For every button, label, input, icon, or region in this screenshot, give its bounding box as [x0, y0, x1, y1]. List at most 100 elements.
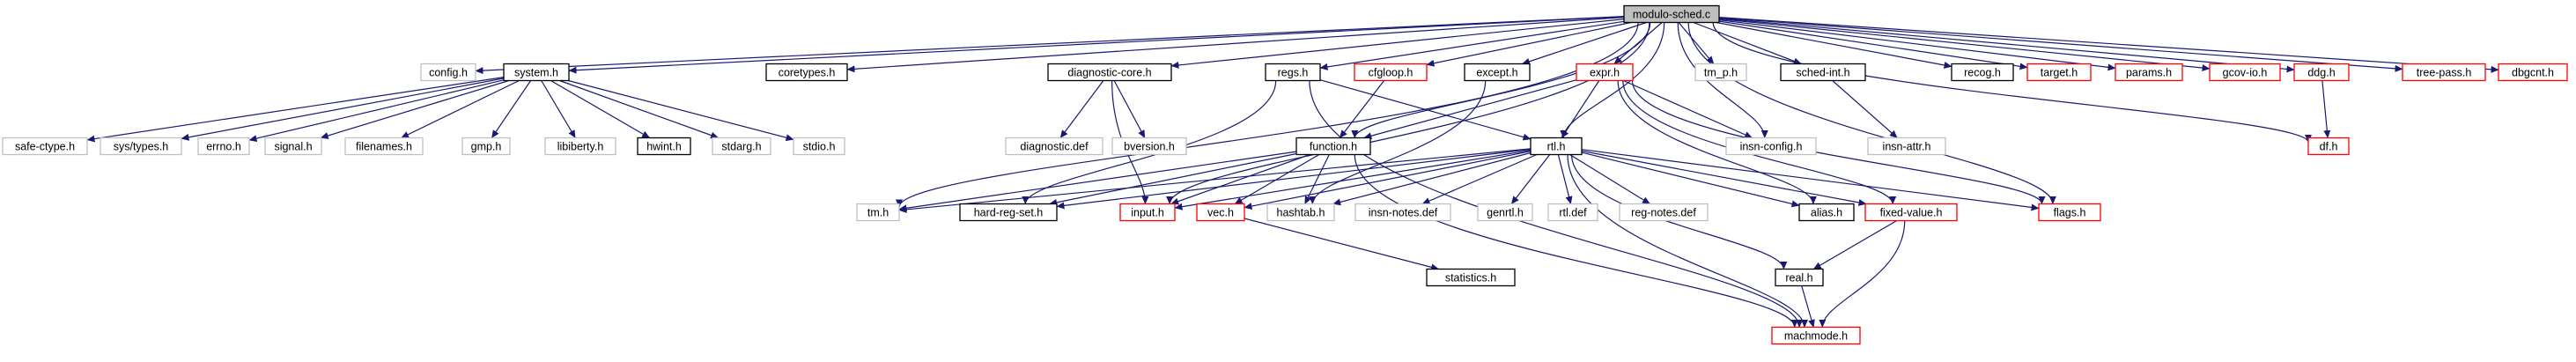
edge-rtl-h-to-rtl-def	[1557, 154, 1573, 204]
node-insn-attr-h[interactable]: insn-attr.h	[1867, 137, 1946, 156]
node-box	[637, 137, 691, 156]
edge-rtl-h-to-alias-h	[1581, 151, 1800, 208]
node-cfgloop-h[interactable]: cfgloop.h	[1354, 63, 1428, 82]
node-safe-ctype-h[interactable]: safe-ctype.h	[2, 137, 88, 156]
node-label: insn-config.h	[1740, 141, 1803, 153]
node-ddg-h[interactable]: ddg.h	[2293, 63, 2350, 82]
node-label: sys/types.h	[114, 141, 169, 153]
node-modulo-sched-c[interactable]: modulo-sched.c	[1623, 4, 1720, 24]
edge-rtl-h-to-tm-h	[898, 148, 1532, 213]
node-params-h[interactable]: params.h	[2115, 63, 2183, 82]
node-reg-notes-def[interactable]: reg-notes.def	[1619, 203, 1709, 222]
edge-rtl-h-to-reg-notes-def	[1569, 153, 1650, 205]
node-label: gcov-io.h	[2223, 67, 2268, 79]
node-libiberty-h[interactable]: libiberty.h	[544, 137, 616, 156]
node-fixed-value-h[interactable]: fixed-value.h	[1864, 203, 1958, 222]
node-dbgcnt-h[interactable]: dbgcnt.h	[2498, 63, 2568, 82]
node-box	[1005, 137, 1103, 156]
edge-rtl-h-to-input-h	[1174, 150, 1532, 211]
edge-modulo-sched-c-to-input-h	[1166, 22, 1650, 204]
node-label: libiberty.h	[557, 141, 604, 153]
node-df-h[interactable]: df.h	[2307, 137, 2350, 156]
node-tm-p-h[interactable]: tm_p.h	[1694, 63, 1747, 82]
node-label: system.h	[514, 67, 558, 79]
node-function-h[interactable]: function.h	[1295, 137, 1371, 156]
node-label: insn-attr.h	[1883, 141, 1931, 153]
node-box	[344, 137, 424, 156]
node-box	[420, 63, 476, 82]
node-tree-pass-h[interactable]: tree-pass.h	[2402, 63, 2486, 82]
node-hard-reg-set-h[interactable]: hard-reg-set.h	[959, 203, 1058, 222]
node-box	[1864, 203, 1958, 222]
edge-modulo-sched-c-to-tree-pass-h	[1718, 17, 2403, 72]
edge-modulo-sched-c-to-gcov-io-h	[1718, 18, 2211, 72]
node-diagnostic-core-h[interactable]: diagnostic-core.h	[1047, 63, 1172, 82]
node-diagnostic-def[interactable]: diagnostic.def	[1005, 137, 1103, 156]
node-genrtl-h[interactable]: genrtl.h	[1477, 203, 1533, 222]
node-signal-h[interactable]: signal.h	[264, 137, 322, 156]
node-real-h[interactable]: real.h	[1775, 268, 1824, 287]
node-label: machmode.h	[1784, 330, 1848, 343]
node-box	[100, 137, 182, 156]
node-box	[1266, 203, 1335, 222]
edge-modulo-sched-c-to-system-h	[568, 16, 1625, 74]
node-system-h[interactable]: system.h	[503, 63, 570, 82]
node-box	[2293, 63, 2350, 82]
node-statistics-h[interactable]: statistics.h	[1426, 268, 1516, 287]
node-stdio-h[interactable]: stdio.h	[793, 137, 845, 156]
node-label: config.h	[429, 67, 468, 79]
edge-expr-h-to-function-h	[1363, 79, 1577, 140]
node-errno-h[interactable]: errno.h	[197, 137, 250, 156]
edge-modulo-sched-c-to-diagnostic-core-h	[1170, 18, 1625, 69]
node-box	[959, 203, 1058, 222]
node-gcov-io-h[interactable]: gcov-io.h	[2209, 63, 2281, 82]
node-box	[1775, 268, 1824, 287]
node-hwint-h[interactable]: hwint.h	[637, 137, 691, 156]
edge-system-h-to-filenames-h	[401, 79, 520, 139]
node-expr-h[interactable]: expr.h	[1576, 63, 1634, 82]
node-coretypes-h[interactable]: coretypes.h	[765, 63, 848, 82]
node-recog-h[interactable]: recog.h	[1951, 63, 2014, 82]
node-box	[1530, 137, 1583, 156]
node-vec-h[interactable]: vec.h	[1196, 203, 1245, 222]
node-input-h[interactable]: input.h	[1119, 203, 1176, 222]
edge-vec-h-to-statistics-h	[1244, 218, 1439, 271]
node-target-h[interactable]: target.h	[2026, 63, 2092, 82]
node-box	[2115, 63, 2183, 82]
node-except-h[interactable]: except.h	[1464, 63, 1531, 82]
node-box	[2038, 203, 2101, 222]
edge-modulo-sched-c-to-cfgloop-h	[1426, 21, 1632, 67]
edge-diagnostic-core-h-to-input-h	[1111, 80, 1149, 204]
node-rtl-def[interactable]: rtl.def	[1547, 203, 1598, 222]
node-sched-int-h[interactable]: sched-int.h	[1780, 63, 1866, 82]
node-box	[1771, 326, 1861, 345]
node-alias-h[interactable]: alias.h	[1798, 203, 1855, 222]
node-rtl-h[interactable]: rtl.h	[1530, 137, 1583, 156]
node-bversion-h[interactable]: bversion.h	[1111, 137, 1187, 156]
node-box	[2209, 63, 2281, 82]
node-label: errno.h	[206, 141, 241, 153]
node-label: hard-reg-set.h	[974, 207, 1044, 219]
node-machmode-h[interactable]: machmode.h	[1771, 326, 1861, 345]
node-box	[1047, 63, 1172, 82]
node-insn-config-h[interactable]: insn-config.h	[1725, 137, 1817, 156]
edge-rtl-h-to-real-h	[1571, 154, 1788, 270]
node-hashtab-h[interactable]: hashtab.h	[1266, 203, 1335, 222]
node-filenames-h[interactable]: filenames.h	[344, 137, 424, 156]
node-config-h[interactable]: config.h	[420, 63, 476, 82]
edge-real-h-to-machmode-h	[1801, 285, 1815, 328]
node-sys-types-h[interactable]: sys/types.h	[100, 137, 182, 156]
node-label: insn-notes.def	[1369, 207, 1438, 219]
node-box	[503, 63, 570, 82]
node-label: coretypes.h	[779, 67, 836, 79]
node-tm-h[interactable]: tm.h	[856, 203, 900, 222]
node-gmp-h[interactable]: gmp.h	[461, 137, 511, 156]
node-regs-h[interactable]: regs.h	[1265, 63, 1321, 82]
node-stdarg-h[interactable]: stdarg.h	[712, 137, 771, 156]
node-label: dbgcnt.h	[2512, 67, 2554, 79]
edge-diagnostic-core-h-to-diagnostic-def	[1059, 80, 1104, 138]
node-flags-h[interactable]: flags.h	[2038, 203, 2101, 222]
node-label: sched-int.h	[1796, 67, 1849, 79]
node-insn-notes-def[interactable]: insn-notes.def	[1354, 203, 1451, 222]
node-box	[1576, 63, 1634, 82]
